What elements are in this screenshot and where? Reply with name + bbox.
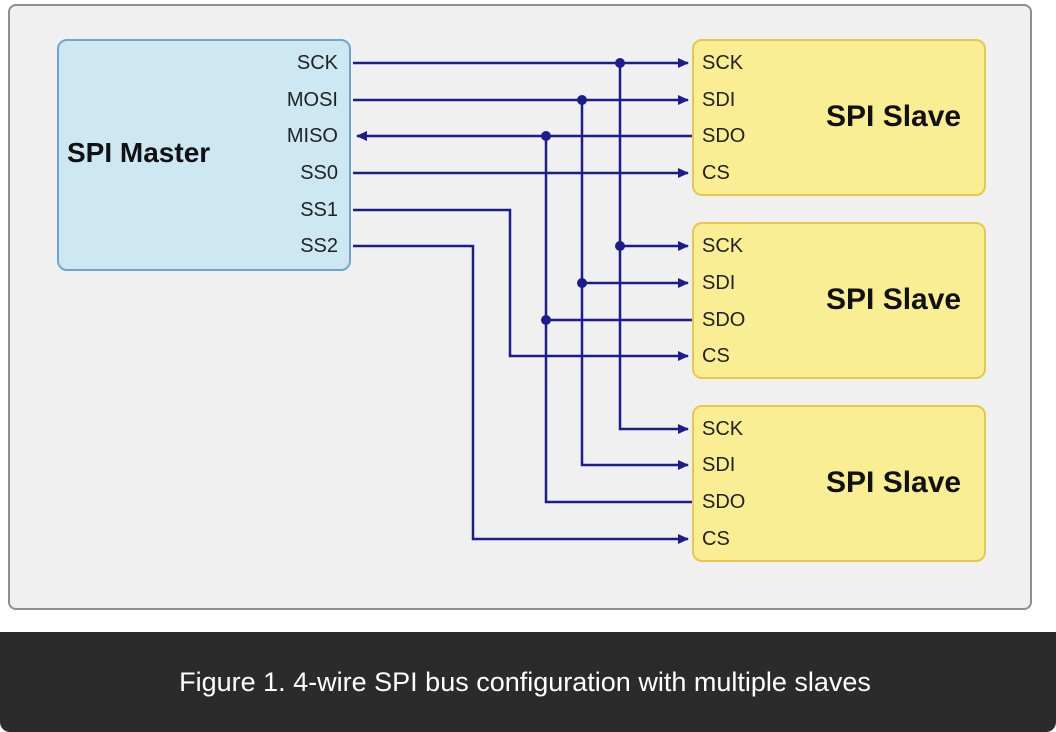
spi-slave-3-title: SPI Slave <box>826 466 962 499</box>
slave-1-pin-cs: CS <box>702 162 730 184</box>
mosi-wire-slave-3 <box>580 283 689 470</box>
master-pin-miso: MISO <box>286 125 338 147</box>
master-pin-mosi: MOSI <box>286 89 338 111</box>
miso-junction-2 <box>541 315 551 325</box>
master-pin-ss0: SS0 <box>300 162 338 184</box>
slave-2-pin-sck: SCK <box>702 235 744 257</box>
spi-slave-2-title: SPI Slave <box>826 283 962 316</box>
spi-slave-1-box <box>692 39 986 196</box>
sck-wire-slave-3 <box>618 246 689 434</box>
spi-slave-2-box <box>692 222 986 379</box>
master-pin-ss2: SS2 <box>300 235 338 257</box>
sck-junction-1 <box>615 58 625 68</box>
figure-caption: Figure 1. 4-wire SPI bus configuration w… <box>179 667 871 697</box>
slave-3-pin-sdo: SDO <box>702 491 746 513</box>
slave-3-pin-sck: SCK <box>702 418 744 440</box>
sck-junction-2 <box>615 241 625 251</box>
ss1-wire <box>353 208 689 361</box>
slave-1-pin-sck: SCK <box>702 52 744 74</box>
slave-2-pin-sdo: SDO <box>702 309 746 331</box>
spi-master-title: SPI Master <box>67 137 211 168</box>
master-pin-sck: SCK <box>296 52 338 74</box>
spi-slave-1-title: SPI Slave <box>826 100 962 133</box>
slave-3-pin-cs: CS <box>702 528 730 550</box>
caption-bar <box>0 632 1056 732</box>
miso-wire-slave-3 <box>544 320 692 504</box>
mosi-wire-slave-2 <box>580 100 689 288</box>
slave-1-pin-sdo: SDO <box>702 125 746 147</box>
spi-master-box <box>57 39 351 271</box>
spi-slave-3-box <box>692 405 986 562</box>
sck-wire-slave-2 <box>618 63 689 251</box>
mosi-junction-1 <box>577 95 587 105</box>
mosi-junction-2 <box>577 278 587 288</box>
slave-3-pin-sdi: SDI <box>702 454 736 476</box>
slave-1-pin-sdi: SDI <box>702 89 736 111</box>
slave-2-pin-sdi: SDI <box>702 272 736 294</box>
ss2-wire <box>353 244 689 544</box>
slave-2-pin-cs: CS <box>702 345 730 367</box>
master-pin-ss1: SS1 <box>300 199 338 221</box>
miso-junction-1 <box>541 131 551 141</box>
